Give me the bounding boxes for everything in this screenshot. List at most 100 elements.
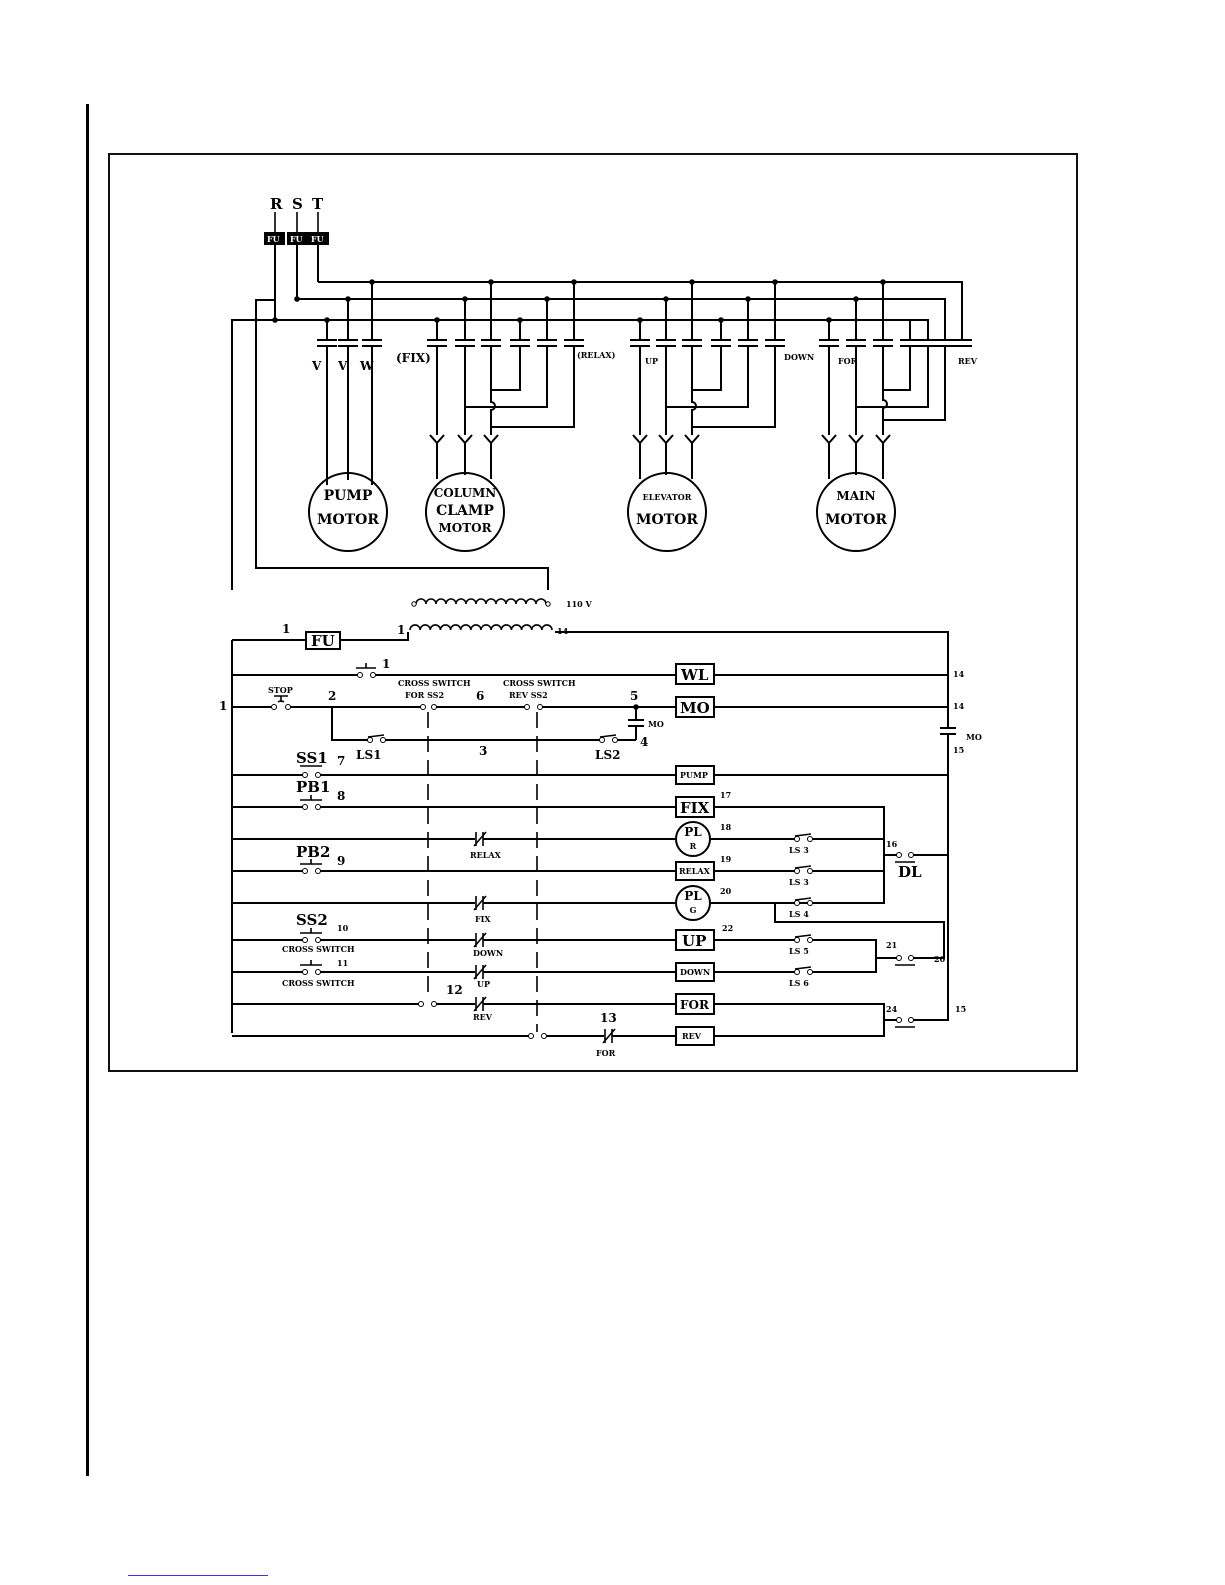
dl-label: DL [898, 863, 922, 881]
coil-rev-label: REV [682, 1031, 702, 1041]
wire-8: 8 [337, 789, 345, 803]
interlock-relax-label: RELAX [470, 850, 502, 860]
wire-19: 19 [720, 854, 732, 864]
interlock-fix-label: FIX [475, 914, 491, 924]
cross-switch-label-2: CROSS SWITCH [503, 678, 576, 688]
phase-s-label: S [292, 195, 303, 213]
wire-12: 12 [446, 983, 463, 997]
svg-text:MOTOR: MOTOR [438, 521, 492, 535]
ls1-label: LS1 [356, 748, 381, 762]
svg-text:FU: FU [311, 234, 324, 244]
svg-text:PUMP: PUMP [324, 488, 373, 504]
ls2-label: LS2 [595, 748, 620, 762]
ls4-label: LS 4 [789, 909, 809, 919]
wire-24: 24 [886, 1004, 898, 1014]
main-fuse-t: FU [308, 232, 329, 245]
coil-rev [675, 1026, 715, 1046]
svg-text:MOTOR: MOTOR [317, 512, 379, 528]
pilot-lamp-green-label: PL [684, 889, 702, 903]
main-for-label: FOR [838, 356, 858, 366]
main-fuse-r: FU [264, 232, 285, 245]
wire-6: 6 [476, 689, 484, 703]
wire-1b: 1 [397, 623, 405, 637]
elevator-down-label: DOWN [784, 352, 814, 362]
column-clamp-motor: COLUMN CLAMP MOTOR [425, 472, 505, 552]
footer-link-underline [128, 1575, 268, 1576]
svg-text:ELEVATOR: ELEVATOR [643, 492, 692, 502]
rev-ss2-label: REV SS2 [509, 690, 548, 700]
wire-18: 18 [720, 822, 732, 832]
wire-4: 4 [640, 735, 648, 749]
interlock-down-label: DOWN [473, 948, 503, 958]
coil-up-label: UP [682, 932, 706, 950]
pump-terminal-1: V [311, 359, 322, 373]
phase-r-label: R [270, 195, 283, 213]
pilot-lamp-red-color: R [690, 841, 697, 851]
control-transformer: 110 V [409, 598, 592, 631]
svg-text:COLUMN: COLUMN [434, 486, 497, 500]
wire-5: 5 [630, 689, 638, 703]
wire-20b: 20 [934, 954, 946, 964]
pb2-label: PB2 [296, 843, 330, 861]
figure-frame [108, 153, 1078, 1072]
pump-terminal-2: V [337, 359, 348, 373]
coil-relax-label: RELAX [679, 866, 711, 876]
pilot-lamp-green-color: G [690, 905, 697, 915]
pb1-label: PB1 [296, 778, 330, 796]
coil-for-label: FOR [680, 998, 710, 1012]
interlock-for-label: FOR [596, 1048, 616, 1058]
ls6-label: LS 6 [789, 978, 809, 988]
wire-20a: 20 [720, 886, 732, 896]
elevator-up-label: UP [645, 356, 658, 366]
control-fuse-label: FU [311, 632, 335, 650]
mo-seal-label: MO [648, 719, 664, 729]
wire-10: 10 [337, 923, 349, 933]
svg-text:FU: FU [290, 234, 303, 244]
cross-switch-label-3: CROSS SWITCH [282, 944, 355, 954]
for-ss2-label: FOR SS2 [405, 690, 444, 700]
wire-14a: 14 [557, 626, 569, 636]
wire-16: 16 [886, 839, 898, 849]
ss2-label: SS2 [296, 911, 328, 929]
wire-17: 17 [720, 790, 731, 800]
page-margin-rule [86, 104, 89, 1476]
clamp-fix-label: (FIX) [396, 351, 431, 365]
svg-text:CLAMP: CLAMP [436, 503, 494, 519]
wire-11: 11 [337, 958, 348, 968]
coil-pump-label: PUMP [680, 770, 708, 780]
wire-22: 22 [722, 923, 733, 933]
svg-text:MAIN: MAIN [836, 489, 875, 503]
pump-motor: PUMP MOTOR [308, 472, 388, 552]
svg-text:MOTOR: MOTOR [636, 512, 698, 528]
ls3b-label: LS 3 [789, 877, 809, 887]
wire-13: 13 [600, 1011, 617, 1025]
coil-fix-label: FIX [680, 799, 710, 817]
wire-14c: 14 [953, 701, 965, 711]
power-circuit: R S T FU FU FU [231, 195, 978, 590]
wire-9: 9 [337, 854, 345, 868]
cross-switch-label-4: CROSS SWITCH [282, 978, 355, 988]
main-rev-label: REV [958, 356, 978, 366]
pump-terminal-3: W [359, 359, 374, 373]
main-motor: MAIN MOTOR [816, 472, 896, 552]
wire-1a: 1 [282, 622, 290, 636]
stop-label: STOP [268, 685, 293, 695]
wire-14b: 14 [953, 669, 965, 679]
interlock-rev-label: REV [473, 1012, 493, 1022]
transformer-voltage: 110 V [566, 599, 592, 609]
wire-15a: 15 [953, 745, 964, 755]
clamp-relax-label: (RELAX) [577, 350, 616, 360]
ss1-label: SS1 [296, 749, 328, 767]
control-circuit: FU 1 1 14 1 WL 14 1 STOP 2 CROSS SWITCH … [219, 622, 982, 1058]
wire-7: 7 [337, 754, 345, 768]
coil-wl-label: WL [680, 666, 709, 684]
wire-2: 2 [328, 689, 336, 703]
pilot-lamp-red-label: PL [684, 825, 702, 839]
phase-t-label: T [312, 195, 324, 213]
wire-15b: 15 [955, 1004, 966, 1014]
elevator-motor: ELEVATOR MOTOR [627, 472, 707, 552]
main-fuse-s: FU [287, 232, 308, 245]
mo-right-label: MO [966, 732, 982, 742]
ls3-label: LS 3 [789, 845, 809, 855]
